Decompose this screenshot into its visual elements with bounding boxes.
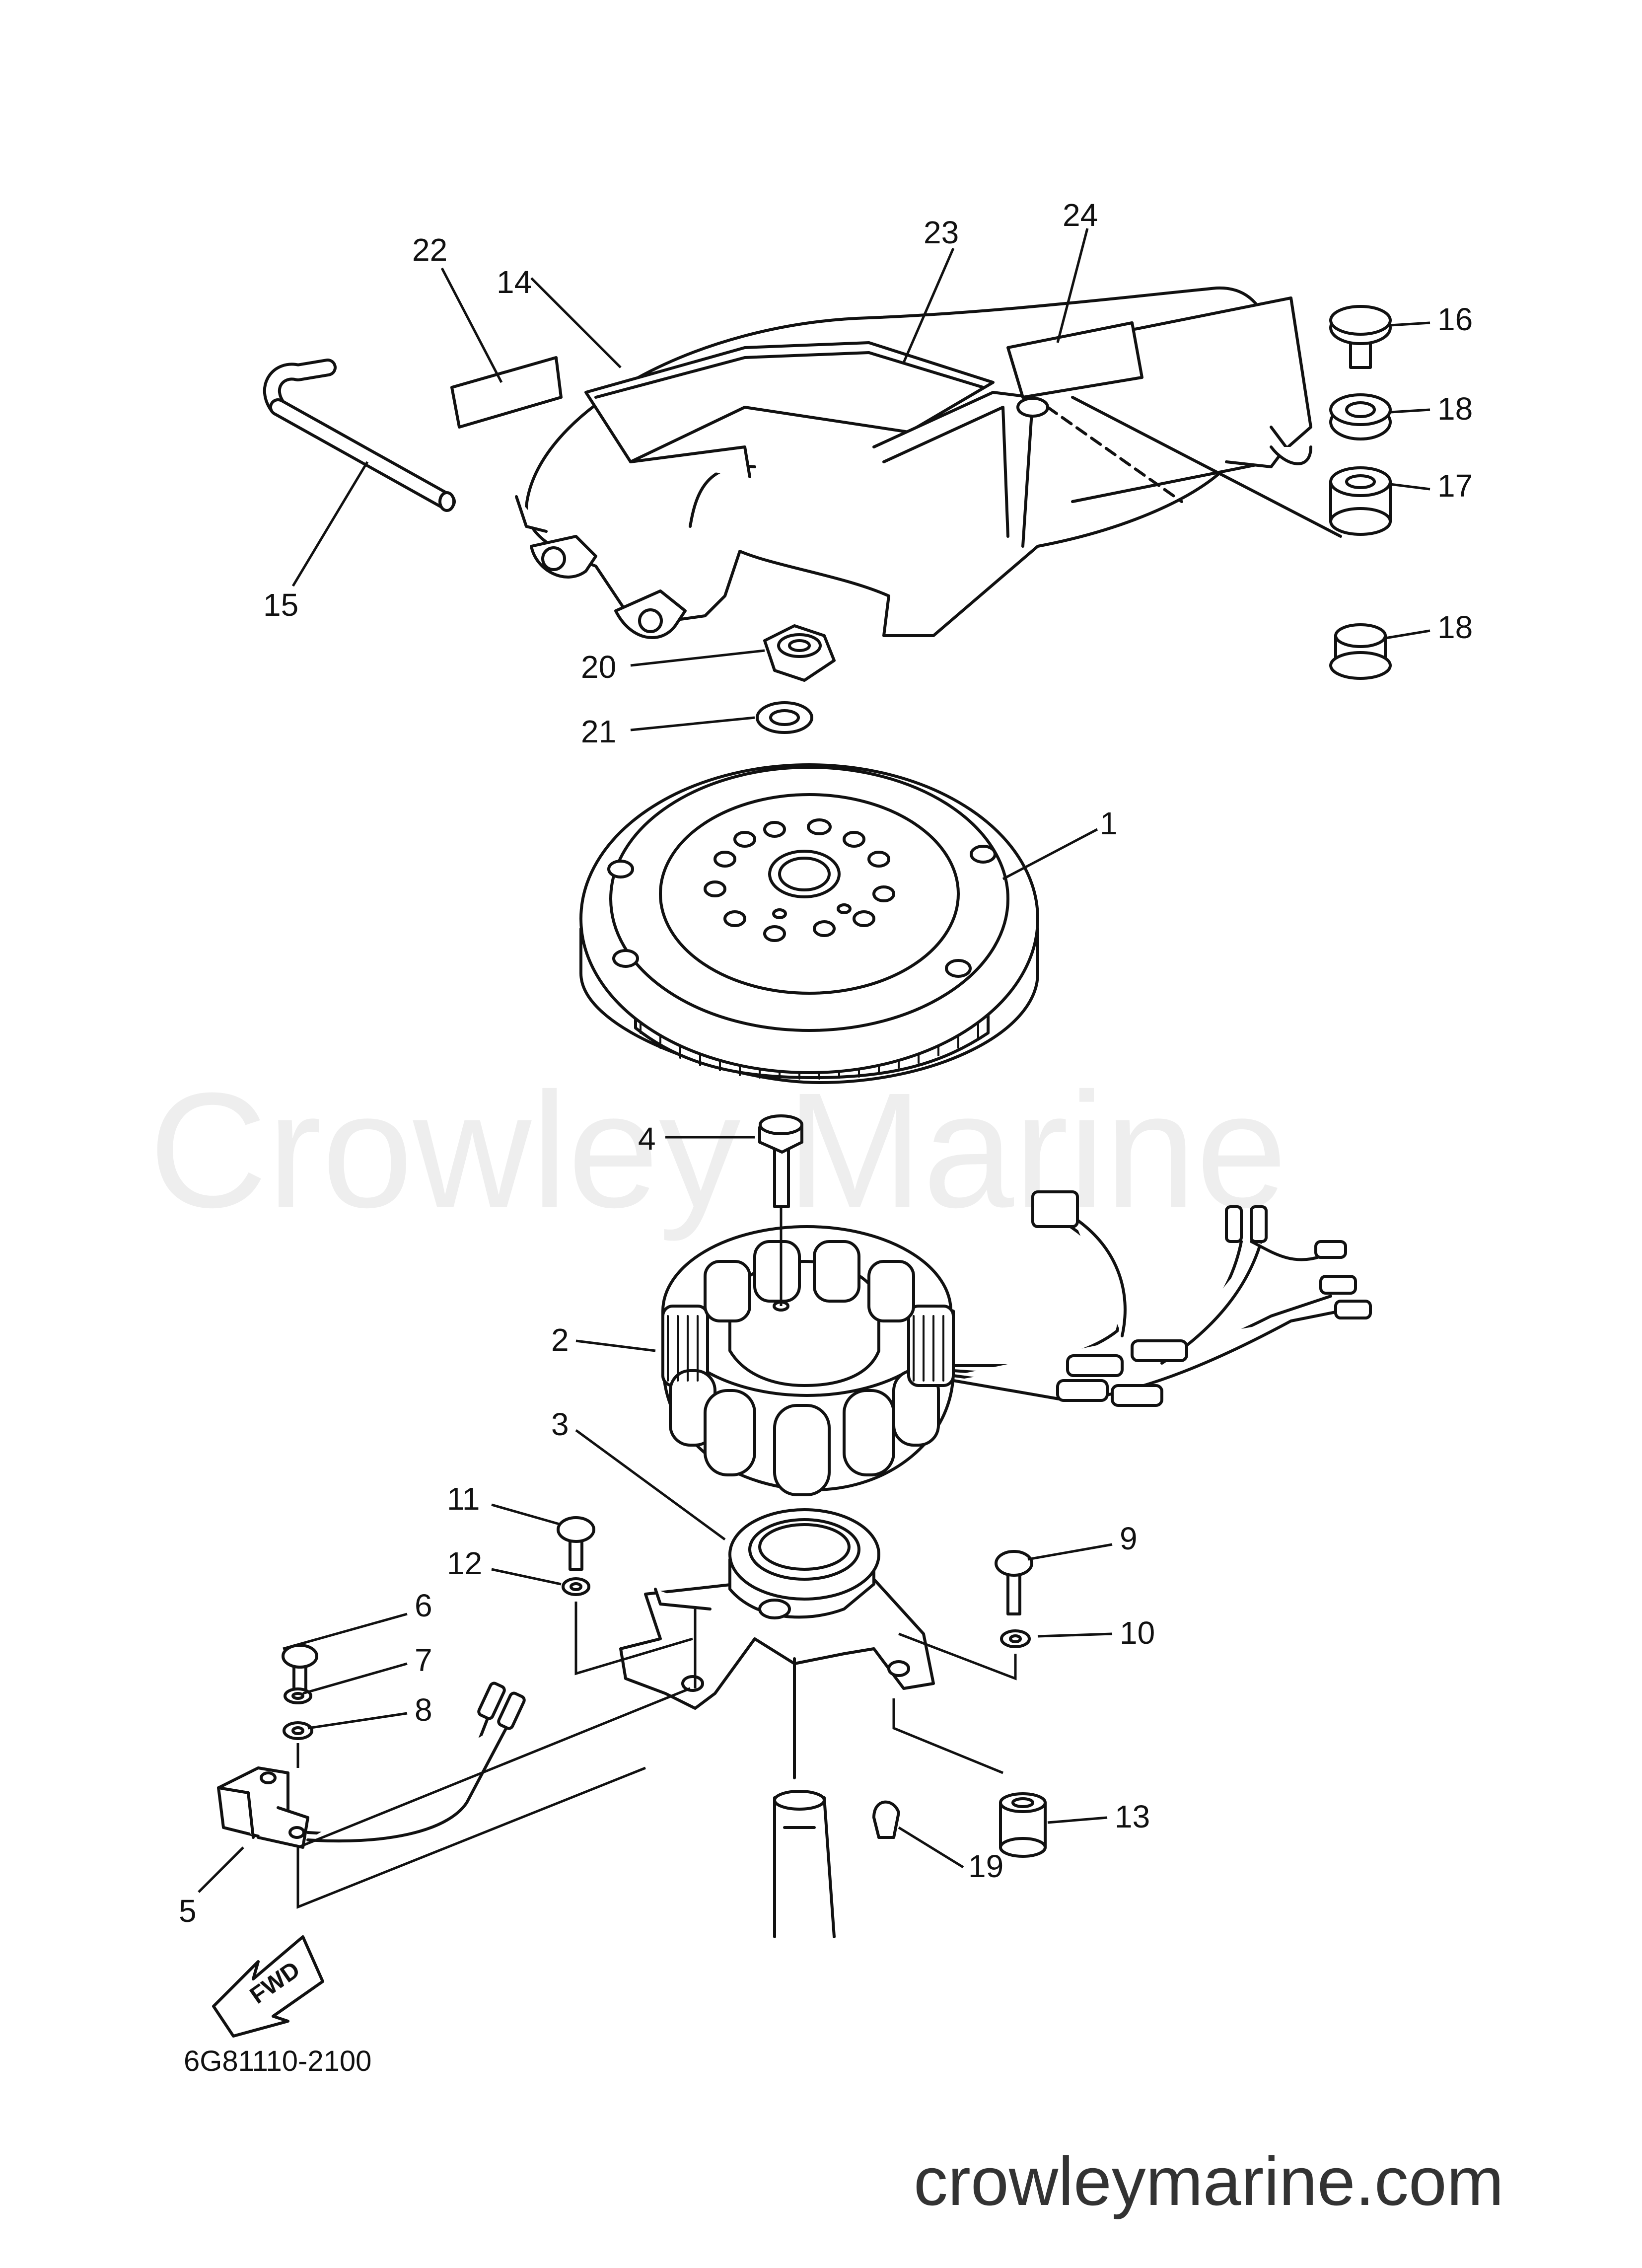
washer-10 <box>1000 1629 1031 1648</box>
callout-10: 10 <box>1120 1615 1155 1651</box>
callout-9: 9 <box>1120 1521 1138 1556</box>
callout-22: 22 <box>412 232 447 268</box>
pulser-coil-5 <box>217 1682 526 1849</box>
tube-15 <box>263 359 456 512</box>
callout-12: 12 <box>447 1545 482 1581</box>
washer-21 <box>756 701 813 734</box>
lock-washer-7 <box>284 1687 312 1704</box>
fwd-arrow-icon <box>212 1935 324 2038</box>
leader-lines <box>198 228 1430 1893</box>
callout-4: 4 <box>638 1121 656 1157</box>
grommet-18-upper <box>1329 393 1392 440</box>
knob-16 <box>1329 305 1392 369</box>
callout-24: 24 <box>1063 197 1098 233</box>
screw-11 <box>557 1516 595 1571</box>
washer-8 <box>283 1721 313 1740</box>
callout-16: 16 <box>1437 301 1473 337</box>
stator-base <box>619 1508 935 1710</box>
assembly-lines <box>296 1207 1017 1909</box>
callout-6: 6 <box>415 1588 432 1623</box>
callout-2: 2 <box>551 1322 569 1358</box>
callout-20: 20 <box>581 649 616 685</box>
collar-13 <box>999 1792 1047 1858</box>
callout-13: 13 <box>1115 1799 1150 1834</box>
callout-labels: 1 2 3 4 5 6 7 8 9 10 11 12 13 14 15 16 1… <box>179 197 1473 1929</box>
woodruff-key-19 <box>872 1800 900 1839</box>
callout-18-upper: 18 <box>1437 391 1473 427</box>
screw-6 <box>282 1644 318 1695</box>
callout-3: 3 <box>551 1406 569 1442</box>
flywheel <box>579 763 1039 1084</box>
callout-11: 11 <box>447 1481 480 1517</box>
label-22 <box>450 356 563 429</box>
callout-14: 14 <box>497 264 532 300</box>
stator <box>661 1225 955 1496</box>
stator-wire-harness <box>952 1190 1372 1407</box>
flywheel-cover <box>515 286 1342 639</box>
callout-17: 17 <box>1437 468 1473 504</box>
grommet-18-lower <box>1329 623 1392 680</box>
callout-8: 8 <box>415 1692 432 1728</box>
callout-15: 15 <box>263 587 298 623</box>
callout-18-lower: 18 <box>1437 609 1473 645</box>
screw-9 <box>995 1550 1033 1615</box>
callout-23: 23 <box>924 215 959 250</box>
callout-1: 1 <box>1100 805 1118 841</box>
callout-19: 19 <box>968 1848 1003 1884</box>
callout-5: 5 <box>179 1893 197 1929</box>
callout-21: 21 <box>581 714 616 749</box>
watermark-text: Crowley Marine <box>149 1058 1287 1243</box>
stator-windings <box>667 1315 944 1382</box>
crankshaft <box>773 1657 836 1938</box>
grommet-17 <box>1329 466 1392 536</box>
website-url: crowleymarine.com <box>914 2143 1504 2220</box>
nut-20 <box>763 624 836 682</box>
callout-7: 7 <box>415 1642 432 1678</box>
diagram-code: 6G81110-2100 <box>184 2045 371 2077</box>
washer-12 <box>562 1577 590 1596</box>
